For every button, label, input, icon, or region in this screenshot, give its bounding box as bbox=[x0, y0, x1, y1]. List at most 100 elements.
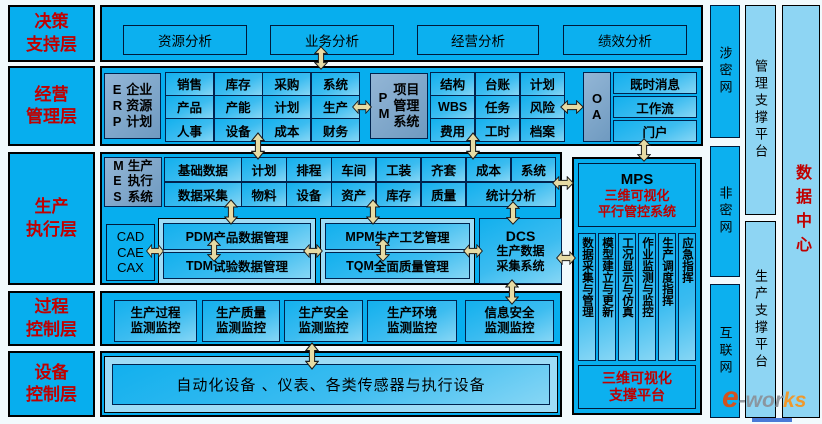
layer-label-management: 经营 管理层 bbox=[8, 66, 95, 146]
mes-name: 生产 执行 系统 bbox=[127, 159, 153, 204]
erp-name: 企业 资源 计划 bbox=[126, 82, 153, 129]
dcs-abbr: DCS bbox=[505, 228, 536, 245]
cad-cae-cax-box: CAD CAE CAX bbox=[106, 224, 155, 281]
mps-column: 作业监测与监控 bbox=[638, 233, 656, 361]
pm-cell: 档案 bbox=[520, 119, 564, 141]
tqm-abbr: TQM bbox=[346, 258, 374, 273]
erp-grid: 销售 库存 采购 系统 产品 产能 计划 生产 人事 设备 成本 财务 bbox=[165, 72, 360, 142]
box-infosec-monitoring: 信息安全 监测监控 bbox=[465, 300, 554, 342]
box-process-monitoring: 生产过程 监测监控 bbox=[114, 300, 197, 342]
layer-label-device: 设备 控制层 bbox=[8, 351, 95, 417]
pm-cell: 费用 bbox=[431, 119, 475, 141]
flow-arrow bbox=[224, 199, 238, 225]
oa-item-portal: 门户 bbox=[613, 120, 697, 142]
pm-label: P M 项目 管理 系统 bbox=[370, 73, 428, 139]
pm-cell: WBS bbox=[431, 96, 475, 118]
layer-label-process: 过程 控制层 bbox=[8, 291, 95, 346]
layer-label-decision: 决策 支持层 bbox=[8, 5, 95, 62]
box-resource-analysis: 资源分析 bbox=[123, 25, 247, 55]
rail-nonclassified-network: 非密网 bbox=[710, 146, 740, 277]
mes-cell: 统计分析 bbox=[466, 182, 555, 206]
mpm-name: 生产工艺管理 bbox=[374, 231, 450, 245]
mes-letters: M E S bbox=[113, 159, 124, 204]
flow-arrow bbox=[552, 176, 574, 190]
mps-title-box: MPS 三维可视化 平行管控系统 bbox=[578, 163, 696, 227]
rail-data-center: 数据中心 bbox=[782, 5, 820, 418]
flow-arrow bbox=[366, 199, 380, 225]
erp-letters: E R P bbox=[112, 82, 123, 129]
mps-column: 模型建立与更新 bbox=[598, 233, 616, 361]
mps-column: 数据采集与管理 bbox=[578, 233, 596, 361]
device-box: 自动化设备 、仪表、各类传感器与执行设备 bbox=[112, 364, 550, 405]
tqm-name: 全面质量管理 bbox=[373, 260, 449, 274]
mes-cell: 基础数据 bbox=[165, 158, 241, 182]
erp-cell: 计划 bbox=[263, 96, 311, 118]
oa-letters: O A bbox=[591, 91, 603, 122]
mes-cell: 计划 bbox=[242, 158, 286, 182]
pm-cell: 工时 bbox=[475, 119, 520, 141]
mes-cell: 设备 bbox=[287, 182, 331, 206]
erp-cell: 产品 bbox=[166, 96, 214, 118]
mes-cell: 齐套 bbox=[421, 158, 466, 182]
eworks-logo-ks: ks bbox=[783, 389, 807, 412]
oa-label: O A bbox=[583, 72, 611, 142]
pdm-name: 产品数据管理 bbox=[213, 231, 289, 245]
flow-arrow bbox=[352, 100, 372, 114]
box-operation-analysis: 经营分析 bbox=[417, 25, 539, 55]
pm-cell: 台账 bbox=[475, 73, 520, 95]
erp-cell: 销售 bbox=[166, 73, 214, 95]
pm-grid: 结构 台账 计划 WBS 任务 风险 费用 工时 档案 bbox=[430, 72, 565, 142]
eworks-logo-mid: -wor bbox=[738, 389, 784, 412]
oa-item-workflow: 工作流 bbox=[613, 96, 697, 118]
flow-arrow bbox=[637, 138, 651, 162]
oa-item-messages: 既时消息 bbox=[613, 72, 697, 94]
mps-title: 三维可视化 平行管控系统 bbox=[597, 187, 676, 219]
mpm-abbr: MPM bbox=[345, 229, 375, 244]
erp-cell: 生产 bbox=[311, 96, 359, 118]
pm-cell: 任务 bbox=[475, 96, 520, 118]
erp-cell: 人事 bbox=[166, 119, 214, 141]
mps-footer: 三维可视化 支撑平台 bbox=[578, 365, 696, 409]
flow-arrow bbox=[207, 238, 221, 262]
mes-cell: 成本 bbox=[466, 158, 511, 182]
rail-management-platform: 管理支撑平台 bbox=[745, 5, 776, 215]
box-environment-monitoring: 生产环境 监测监控 bbox=[367, 300, 457, 342]
flow-arrow bbox=[303, 244, 323, 258]
flow-arrow bbox=[506, 201, 520, 225]
mes-cell: 物料 bbox=[242, 182, 286, 206]
flow-arrow bbox=[146, 244, 164, 258]
mes-grid: 基础数据 计划 排程 车间 工装 齐套 成本 系统 数据采集 物料 设备 资产 … bbox=[164, 157, 556, 207]
rail-internet: 互联网 bbox=[710, 284, 740, 418]
erp-cell: 财务 bbox=[311, 119, 359, 141]
mes-cell: 库存 bbox=[377, 182, 421, 206]
tdm-abbr: TDM bbox=[185, 258, 214, 273]
erp-label: E R P 企业 资源 计划 bbox=[104, 73, 161, 139]
flow-arrow bbox=[466, 132, 480, 160]
flow-arrow bbox=[505, 279, 519, 305]
erp-cell: 产能 bbox=[214, 96, 262, 118]
pm-cell: 计划 bbox=[520, 73, 564, 95]
pm-letters: P M bbox=[378, 90, 390, 121]
mps-column: 应急指挥 bbox=[678, 233, 696, 361]
mps-abbr: MPS bbox=[620, 170, 654, 188]
mes-cell: 资产 bbox=[332, 182, 376, 206]
flow-arrow bbox=[314, 46, 328, 70]
pm-name: 项目 管理 系统 bbox=[393, 82, 420, 129]
dcs-box: DCS 生产数据 采集系统 bbox=[479, 218, 562, 284]
mes-cell: 车间 bbox=[332, 158, 376, 182]
dcs-name: 生产数据 采集系统 bbox=[496, 244, 545, 273]
rail-production-platform: 生产支撑平台 bbox=[745, 221, 776, 418]
pm-cell: 风险 bbox=[520, 96, 564, 118]
mes-cell: 工装 bbox=[377, 158, 421, 182]
pm-cell: 结构 bbox=[431, 73, 475, 95]
erp-cell: 系统 bbox=[311, 73, 359, 95]
tdm-name: 试验数据管理 bbox=[213, 260, 289, 274]
